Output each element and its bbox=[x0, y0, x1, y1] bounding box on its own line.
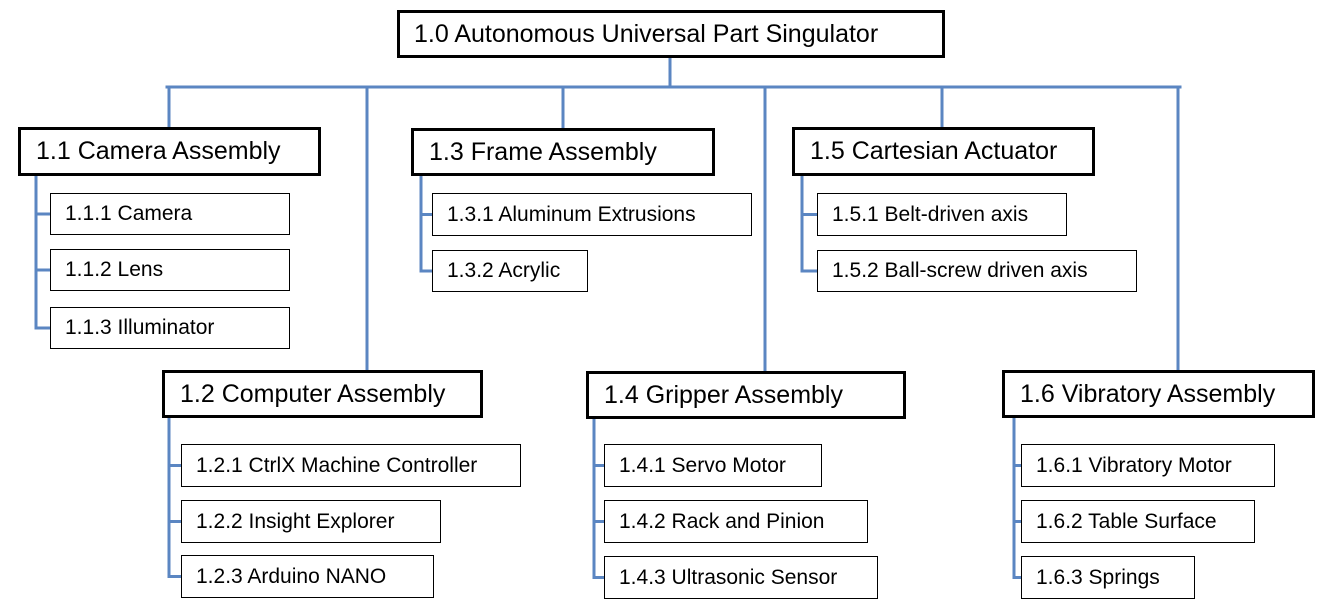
node-1-3-1-aluminum-extrusions: 1.3.1 Aluminum Extrusions bbox=[432, 193, 752, 236]
node-1-6-2-table-surface: 1.6.2 Table Surface bbox=[1021, 500, 1255, 543]
node-1-5-cartesian-actuator-label: 1.5 Cartesian Actuator bbox=[810, 137, 1058, 165]
root-node: 1.0 Autonomous Universal Part Singulator bbox=[397, 10, 945, 58]
node-1-5-1-belt-driven-axis: 1.5.1 Belt-driven axis bbox=[817, 193, 1067, 236]
node-1-2-2-insight-explorer-label: 1.2.2 Insight Explorer bbox=[196, 509, 395, 533]
node-1-1-camera-assembly-label: 1.1 Camera Assembly bbox=[36, 137, 281, 165]
node-1-3-2-acrylic: 1.3.2 Acrylic bbox=[432, 250, 588, 292]
node-1-2-computer-assembly-label: 1.2 Computer Assembly bbox=[180, 379, 446, 408]
node-1-2-2-insight-explorer: 1.2.2 Insight Explorer bbox=[181, 500, 441, 543]
node-1-5-1-belt-driven-axis-label: 1.5.1 Belt-driven axis bbox=[832, 202, 1029, 226]
node-1-5-2-ball-screw-driven-axis: 1.5.2 Ball-screw driven axis bbox=[817, 250, 1137, 292]
node-1-1-1-camera: 1.1.1 Camera bbox=[50, 193, 290, 235]
node-1-4-1-servo-motor-label: 1.4.1 Servo Motor bbox=[619, 453, 786, 477]
node-1-2-3-arduino-nano-label: 1.2.3 Arduino NANO bbox=[196, 564, 387, 588]
node-1-2-computer-assembly: 1.2 Computer Assembly bbox=[162, 370, 483, 418]
node-1-5-cartesian-actuator: 1.5 Cartesian Actuator bbox=[792, 127, 1095, 176]
root-node-label: 1.0 Autonomous Universal Part Singulator bbox=[414, 19, 879, 48]
node-1-1-2-lens: 1.1.2 Lens bbox=[50, 249, 290, 291]
node-1-4-3-ultrasonic-sensor: 1.4.3 Ultrasonic Sensor bbox=[604, 556, 878, 599]
node-1-4-gripper-assembly: 1.4 Gripper Assembly bbox=[586, 371, 906, 419]
node-1-4-2-rack-and-pinion-label: 1.4.2 Rack and Pinion bbox=[619, 509, 825, 533]
node-1-2-3-arduino-nano: 1.2.3 Arduino NANO bbox=[181, 555, 434, 598]
node-1-6-vibratory-assembly: 1.6 Vibratory Assembly bbox=[1002, 370, 1315, 418]
node-1-4-2-rack-and-pinion: 1.4.2 Rack and Pinion bbox=[604, 500, 868, 543]
node-1-5-2-ball-screw-driven-axis-label: 1.5.2 Ball-screw driven axis bbox=[832, 259, 1088, 282]
node-1-4-gripper-assembly-label: 1.4 Gripper Assembly bbox=[604, 380, 843, 409]
node-1-3-frame-assembly-label: 1.3 Frame Assembly bbox=[429, 137, 657, 166]
node-1-4-3-ultrasonic-sensor-label: 1.4.3 Ultrasonic Sensor bbox=[619, 565, 838, 589]
node-1-1-2-lens-label: 1.1.2 Lens bbox=[65, 258, 164, 281]
node-1-1-camera-assembly: 1.1 Camera Assembly bbox=[18, 127, 321, 176]
node-1-3-frame-assembly: 1.3 Frame Assembly bbox=[411, 128, 715, 176]
node-1-6-2-table-surface-label: 1.6.2 Table Surface bbox=[1036, 509, 1217, 533]
node-1-6-vibratory-assembly-label: 1.6 Vibratory Assembly bbox=[1020, 379, 1276, 408]
node-1-1-3-illuminator: 1.1.3 Illuminator bbox=[50, 307, 290, 349]
node-1-6-3-springs-label: 1.6.3 Springs bbox=[1036, 565, 1160, 589]
node-1-2-1-ctrlx-machine-controller-label: 1.2.1 CtrlX Machine Controller bbox=[196, 453, 478, 477]
node-1-2-1-ctrlx-machine-controller: 1.2.1 CtrlX Machine Controller bbox=[181, 444, 521, 487]
node-1-3-1-aluminum-extrusions-label: 1.3.1 Aluminum Extrusions bbox=[447, 202, 696, 226]
node-1-6-1-vibratory-motor: 1.6.1 Vibratory Motor bbox=[1021, 444, 1275, 487]
node-1-6-1-vibratory-motor-label: 1.6.1 Vibratory Motor bbox=[1036, 453, 1232, 477]
node-1-6-3-springs: 1.6.3 Springs bbox=[1021, 556, 1195, 599]
node-1-1-3-illuminator-label: 1.1.3 Illuminator bbox=[65, 316, 215, 339]
node-1-3-2-acrylic-label: 1.3.2 Acrylic bbox=[447, 259, 561, 282]
node-1-4-1-servo-motor: 1.4.1 Servo Motor bbox=[604, 444, 822, 487]
node-1-1-1-camera-label: 1.1.1 Camera bbox=[65, 202, 193, 225]
